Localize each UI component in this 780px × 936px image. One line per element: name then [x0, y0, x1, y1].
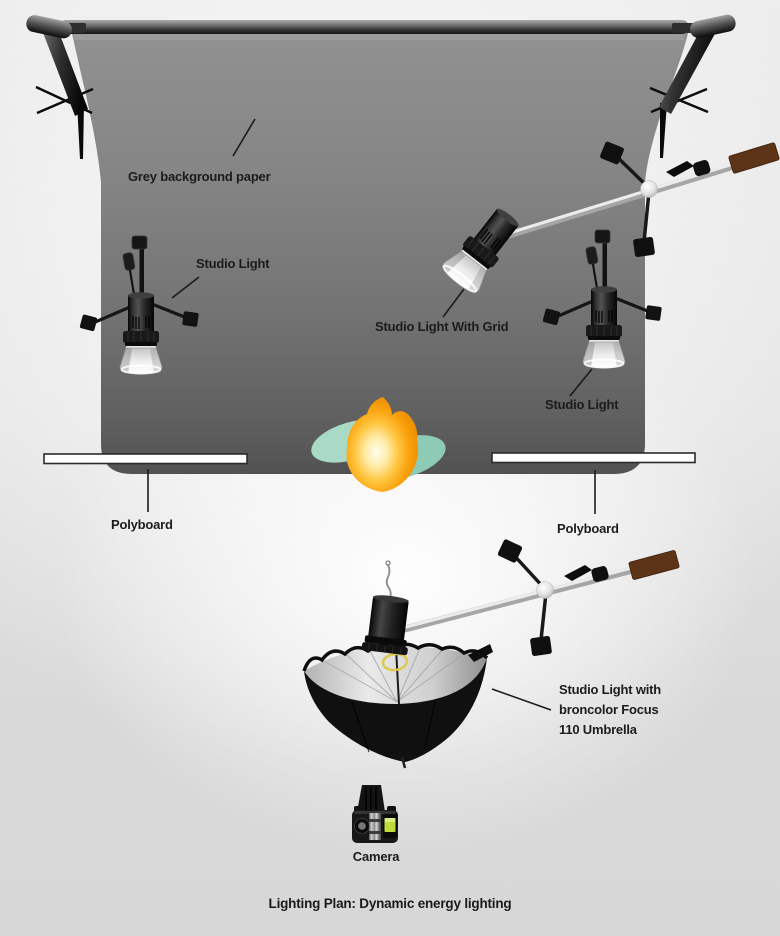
pointer-umbrella-light [491, 688, 552, 711]
subject-orange [311, 397, 446, 492]
backdrop-stand-left [26, 15, 94, 159]
pointer-studio-light-grid [442, 288, 465, 318]
subject-orange-fruit [346, 397, 419, 492]
umbrella-ring [381, 652, 409, 672]
boom-handle-top [728, 142, 780, 174]
camera [352, 785, 398, 843]
label-studio-light-right: Studio Light [545, 397, 619, 412]
boom-handle-bottom [628, 550, 680, 580]
label-polyboard-right: Polyboard [557, 521, 619, 536]
boom-arm-top [498, 141, 780, 257]
hanging-wire [385, 564, 392, 599]
label-studio-light-grid: Studio Light With Grid [375, 319, 509, 334]
label-camera: Camera [352, 849, 400, 864]
pointer-grey-background-paper [232, 118, 256, 157]
backdrop-roll-bar [59, 20, 689, 34]
umbrella-light [302, 560, 493, 769]
pointer-studio-light-left [171, 276, 200, 299]
label-grey-background-paper: Grey background paper [128, 169, 271, 184]
polyboard-right [491, 452, 696, 464]
pointer-lines [147, 118, 596, 711]
umbrella-lamp-head [361, 595, 409, 656]
camera-lens-barrel [369, 813, 381, 840]
pointer-studio-light-right [569, 368, 593, 397]
boom-pivot-top [640, 180, 658, 198]
label-umbrella-light: Studio Light with broncolor Focus 110 Um… [559, 682, 662, 737]
grey-background-paper [72, 33, 688, 474]
label-polyboard-left: Polyboard [111, 517, 173, 532]
backdrop-stand-right [649, 14, 736, 158]
label-studio-light-left: Studio Light [196, 256, 270, 271]
umbrella-bowl [302, 642, 493, 769]
boom-pivot-bottom [536, 581, 554, 599]
diagram-title: Lighting Plan: Dynamic energy lighting [268, 896, 512, 911]
polyboard-left [43, 453, 248, 465]
boom-arm-bottom [401, 539, 680, 656]
umbrella-tip [400, 756, 407, 769]
